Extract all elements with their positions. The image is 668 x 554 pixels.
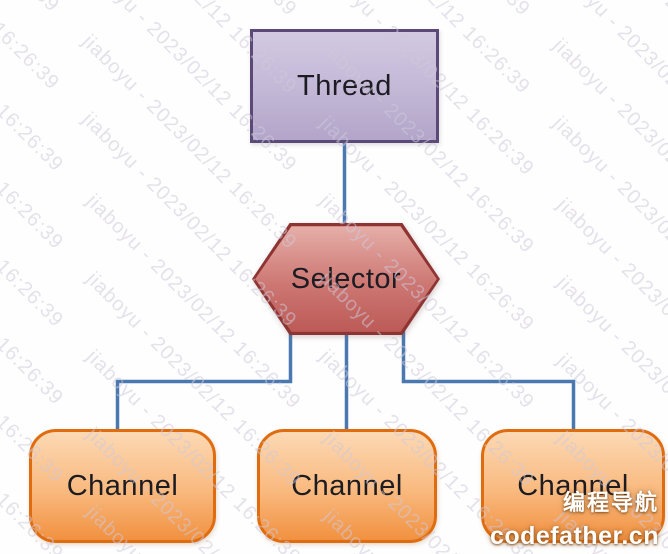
node-channel-1: Channel: [29, 429, 216, 543]
node-thread: Thread: [250, 29, 439, 143]
node-selector-label: Selector: [290, 262, 402, 295]
node-thread-label: Thread: [297, 69, 392, 102]
node-channel-3-label: Channel: [517, 469, 629, 502]
node-channel-1-label: Channel: [66, 469, 179, 502]
connector-selector-channel-1: [115, 330, 293, 432]
node-selector: Selector: [252, 223, 440, 335]
node-channel-3: Channel: [481, 429, 665, 543]
connector-selector-channel-3: [401, 330, 576, 432]
node-channel-2-label: Channel: [291, 469, 403, 502]
node-channel-2: Channel: [257, 429, 437, 543]
hexagon-fill-shape: [255, 226, 437, 332]
